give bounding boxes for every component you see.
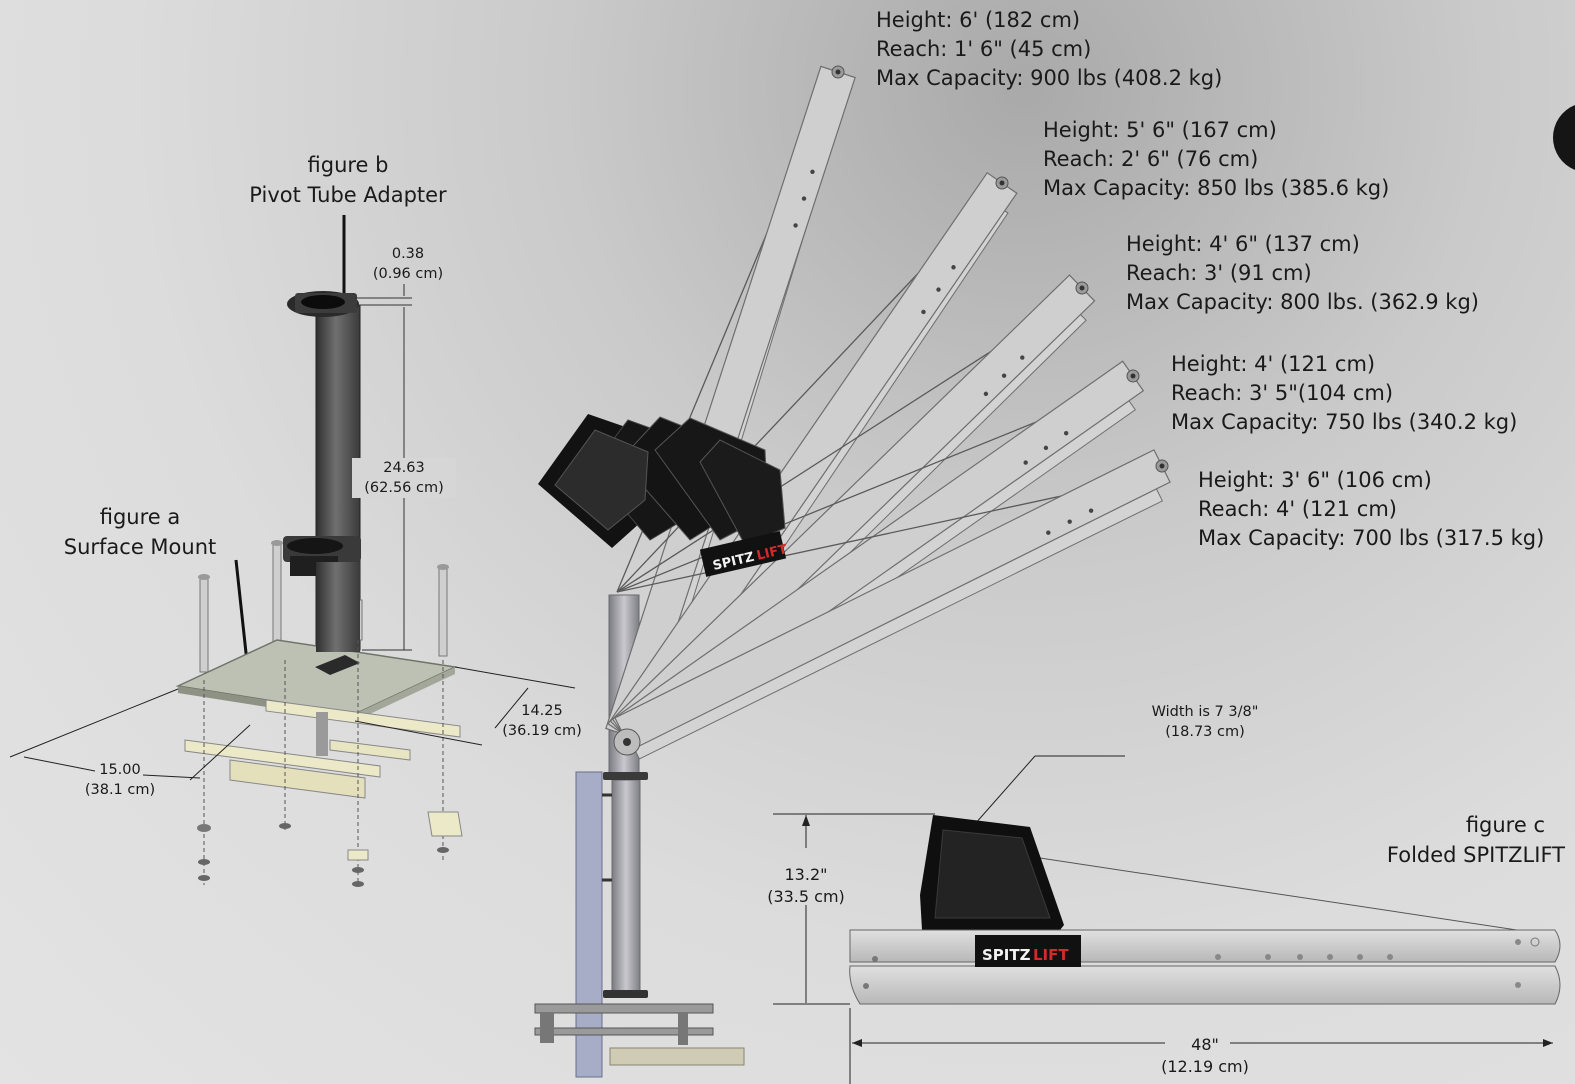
folded-spitzlift: SPITZ LIFT xyxy=(773,755,1561,1084)
figure-b-label: figure b xyxy=(307,153,389,177)
figure-a-name: Surface Mount xyxy=(63,535,217,559)
spec-height: Height: 4' 6" (137 cm) xyxy=(1126,232,1360,256)
spec-reach: Reach: 3' (91 cm) xyxy=(1126,261,1312,285)
dim-folded-length-in: 48" xyxy=(1191,1035,1219,1054)
spec-height: Height: 3' 6" (106 cm) xyxy=(1198,468,1432,492)
figure-b-name: Pivot Tube Adapter xyxy=(249,183,447,207)
spec-capacity: Max Capacity: 700 lbs (317.5 kg) xyxy=(1198,526,1545,550)
dim-tube-height-in: 24.63 xyxy=(383,460,425,476)
dim-plate-depth-cm: (36.19 cm) xyxy=(502,723,582,739)
figure-a-label: figure a xyxy=(99,505,181,529)
spec-reach: Reach: 1' 6" (45 cm) xyxy=(876,37,1092,61)
dim-plate-width: 15.00 (38.1 cm) xyxy=(70,760,170,800)
dim-tube-wall-cm: (0.96 cm) xyxy=(372,266,444,282)
dim-plate-width-cm: (38.1 cm) xyxy=(84,782,156,798)
dim-plate-depth: 14.25 (36.19 cm) xyxy=(492,701,592,741)
pivot-bolt xyxy=(623,738,631,746)
position-spec-2: Height: 5' 6" (167 cm) Reach: 2' 6" (76 … xyxy=(1043,116,1389,203)
dim-tube-height: 24.63 (62.56 cm) xyxy=(352,458,456,498)
position-spec-4: Height: 4' (121 cm) Reach: 3' 5"(104 cm)… xyxy=(1171,350,1517,437)
dim-folded-width: Width is 7 3/8" (18.73 cm) xyxy=(1125,702,1285,742)
folded-logo-spitz: SPITZ xyxy=(982,946,1031,964)
lift-arm-position-2 xyxy=(607,171,1018,755)
spec-reach: Reach: 4' (121 cm) xyxy=(1198,497,1397,521)
pad-logo-lift: LIFT xyxy=(755,542,789,564)
figure-c-name: Folded SPITZLIFT xyxy=(1386,843,1565,867)
dim-folded-width-cm: (18.73 cm) xyxy=(1165,724,1245,740)
spec-height: Height: 5' 6" (167 cm) xyxy=(1043,118,1277,142)
surface-mount xyxy=(9,540,576,887)
figure-a-caption: figure a Surface Mount xyxy=(50,502,230,562)
position-spec-1: Height: 6' (182 cm) Reach: 1' 6" (45 cm)… xyxy=(876,6,1222,93)
spec-capacity: Max Capacity: 900 lbs (408.2 kg) xyxy=(876,66,1223,90)
dim-folded-height: 13.2" (33.5 cm) xyxy=(747,864,865,908)
dim-plate-depth-in: 14.25 xyxy=(521,703,563,719)
dim-folded-height-in: 13.2" xyxy=(784,865,828,884)
dim-tube-wall: 0.38 (0.96 cm) xyxy=(358,244,458,284)
spec-reach: Reach: 2' 6" (76 cm) xyxy=(1043,147,1259,171)
spec-height: Height: 6' (182 cm) xyxy=(876,8,1081,32)
position-spec-3: Height: 4' 6" (137 cm) Reach: 3' (91 cm)… xyxy=(1126,230,1479,317)
figure-c-caption: figure c Folded SPITZLIFT xyxy=(1325,810,1565,870)
figure-b-caption: figure b Pivot Tube Adapter xyxy=(238,150,458,210)
spec-capacity: Max Capacity: 800 lbs. (362.9 kg) xyxy=(1126,290,1479,314)
partial-circle-icon xyxy=(1552,105,1575,170)
dim-folded-width-in: Width is 7 3/8" xyxy=(1151,704,1259,720)
spitzlift-unit: SPITZ LIFT xyxy=(534,65,1171,1078)
spec-capacity: Max Capacity: 850 lbs (385.6 kg) xyxy=(1043,176,1390,200)
dim-folded-height-cm: (33.5 cm) xyxy=(767,887,845,906)
dim-folded-length-cm: (12.19 cm) xyxy=(1161,1057,1249,1076)
folded-logo-lift: LIFT xyxy=(1033,946,1069,964)
dim-tube-height-cm: (62.56 cm) xyxy=(364,480,444,496)
spec-reach: Reach: 3' 5"(104 cm) xyxy=(1171,381,1394,405)
dim-plate-width-in: 15.00 xyxy=(99,762,141,778)
position-spec-5: Height: 3' 6" (106 cm) Reach: 4' (121 cm… xyxy=(1198,466,1544,553)
figure-c-label: figure c xyxy=(1465,813,1545,837)
dim-folded-length: 48" (12.19 cm) xyxy=(1150,1034,1260,1078)
spec-height: Height: 4' (121 cm) xyxy=(1171,352,1376,376)
spec-capacity: Max Capacity: 750 lbs (340.2 kg) xyxy=(1171,410,1518,434)
dim-tube-wall-in: 0.38 xyxy=(391,246,425,262)
